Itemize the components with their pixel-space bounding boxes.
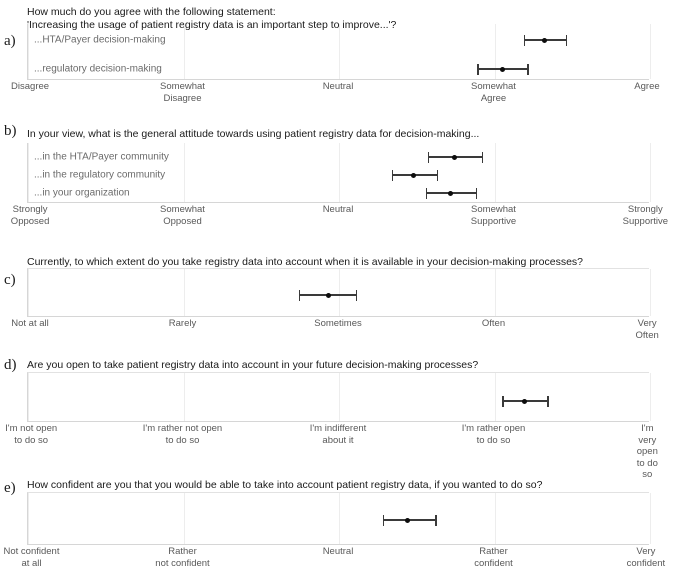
- gridline: [650, 373, 651, 421]
- x-axis-d: I'm not open to do so I'm rather not open…: [5, 423, 658, 480]
- error-bar-cap-high: [566, 34, 568, 46]
- mean-point: [325, 292, 331, 298]
- x-tick-label: Rarely: [168, 318, 197, 329]
- mean-point: [541, 37, 547, 43]
- row-label: ...in the regulatory community: [34, 169, 166, 181]
- panel-letter-d: d): [4, 357, 17, 373]
- gridline: [339, 373, 340, 421]
- error-bar-cap-low: [391, 169, 394, 181]
- panel-letter-b: b): [4, 123, 17, 139]
- error-bar-cap-high: [547, 395, 549, 407]
- x-tick-label: Agree: [634, 81, 660, 92]
- error-bar-cap-high: [475, 187, 478, 199]
- plot-area-c: [27, 268, 651, 317]
- gridline: [28, 24, 29, 79]
- x-tick-label: Somewhat Agree: [471, 81, 516, 104]
- gridline: [339, 143, 340, 202]
- panel-letter-a: a): [4, 33, 16, 49]
- plot-area-a: ...HTA/Payer decision-making ...regulator…: [27, 24, 651, 80]
- mean-point: [411, 172, 417, 178]
- error-bar-cap-high: [482, 151, 484, 163]
- x-tick-label: Not at all: [11, 318, 49, 329]
- x-tick-label: Very confident: [626, 546, 666, 569]
- x-tick-label: Somewhat Disagree: [160, 81, 205, 104]
- error-bar-cap-high: [356, 289, 358, 301]
- row-label: ...HTA/Payer decision-making: [34, 34, 166, 46]
- x-tick-label: Neutral: [322, 204, 354, 215]
- gridline: [183, 143, 185, 202]
- panel-question-c: Currently, to which extent do you take r…: [27, 256, 584, 268]
- mean-point: [404, 517, 410, 523]
- error-bar-cap-low: [382, 514, 384, 526]
- panel-question-e: How confident are you that you would be …: [27, 479, 543, 491]
- x-tick-label: Very Often: [635, 318, 659, 341]
- gridline: [183, 269, 185, 316]
- x-tick-label: Somewhat Supportive: [470, 204, 517, 227]
- x-tick-label: I'm rather not open to do so: [142, 423, 223, 446]
- plot-area-b: ...in the HTA/Payer community ...in the r…: [27, 143, 651, 203]
- gridline: [650, 269, 651, 316]
- error-bar-cap-low: [502, 395, 504, 407]
- gridline: [494, 493, 496, 544]
- panel-question-b: In your view, what is the general attitu…: [27, 128, 480, 140]
- error-bar-cap-low: [426, 187, 428, 199]
- x-axis-a: Disagree Somewhat Disagree Neutral Somewhat…: [11, 81, 660, 111]
- x-tick-label: I'm very open to do so: [636, 423, 658, 480]
- x-tick-label: Sometimes: [314, 318, 362, 329]
- plot-area-e: [27, 492, 651, 545]
- x-tick-label: I'm not open to do so: [5, 423, 58, 446]
- x-tick-label: Not confident at all: [3, 546, 60, 569]
- panel-letter-e: e): [4, 480, 16, 496]
- error-bar-cap-high: [436, 169, 439, 181]
- x-tick-label: Strongly Opposed: [10, 204, 50, 227]
- row-label: ...in the HTA/Payer community: [34, 151, 169, 163]
- x-tick-label: Rather confident: [474, 546, 513, 569]
- gridline: [650, 493, 651, 544]
- gridline: [339, 269, 340, 316]
- gridline: [183, 24, 185, 79]
- mean-point: [521, 398, 527, 404]
- panel-letter-c: c): [4, 272, 16, 288]
- gridline: [494, 269, 496, 316]
- x-tick-label: Neutral: [322, 546, 354, 557]
- row-label: ...in your organization: [34, 187, 130, 199]
- gridline: [494, 24, 496, 79]
- x-tick-label: I'm rather open to do so: [461, 423, 526, 446]
- gridline: [339, 24, 340, 79]
- x-tick-label: Disagree: [11, 81, 50, 92]
- gridline: [28, 493, 29, 544]
- panel-question-d: Are you open to take patient registry da…: [27, 359, 479, 371]
- gridline: [494, 143, 496, 202]
- x-tick-label: Strongly Supportive: [622, 204, 669, 227]
- error-bar-cap-low: [427, 151, 430, 163]
- error-bar-cap-low: [524, 34, 526, 46]
- error-bar-cap-low: [477, 63, 479, 75]
- mean-point: [499, 66, 505, 72]
- x-tick-label: I'm indifferent about it: [309, 423, 367, 446]
- x-tick-label: Neutral: [322, 81, 354, 92]
- x-tick-label: Rather not confident: [155, 546, 210, 569]
- error-bar-cap-low: [298, 289, 300, 301]
- gridline: [28, 143, 29, 202]
- error-bar-cap-high: [527, 63, 529, 75]
- mean-point: [448, 190, 454, 196]
- mean-point: [451, 154, 457, 160]
- gridline: [494, 373, 496, 421]
- x-axis-c: Not at all Rarely Sometimes Often Very Often: [11, 318, 659, 348]
- plot-area-d: [27, 372, 651, 422]
- panel-question-a: How much do you agree with the following…: [27, 6, 397, 31]
- x-tick-label: Often: [481, 318, 506, 329]
- gridline: [183, 493, 185, 544]
- gridline: [28, 269, 29, 316]
- gridline: [650, 143, 651, 202]
- row-label: ...regulatory decision-making: [34, 63, 162, 75]
- x-axis-b: Strongly Opposed Somewhat Opposed Neutral S…: [11, 204, 668, 234]
- error-bar-cap-high: [435, 514, 437, 526]
- gridline: [650, 24, 651, 79]
- gridline: [28, 373, 29, 421]
- gridline: [339, 493, 340, 544]
- gridline: [183, 373, 185, 421]
- x-tick-label: Somewhat Opposed: [160, 204, 205, 227]
- x-axis-e: Not confident at all Rather not confident…: [3, 546, 665, 576]
